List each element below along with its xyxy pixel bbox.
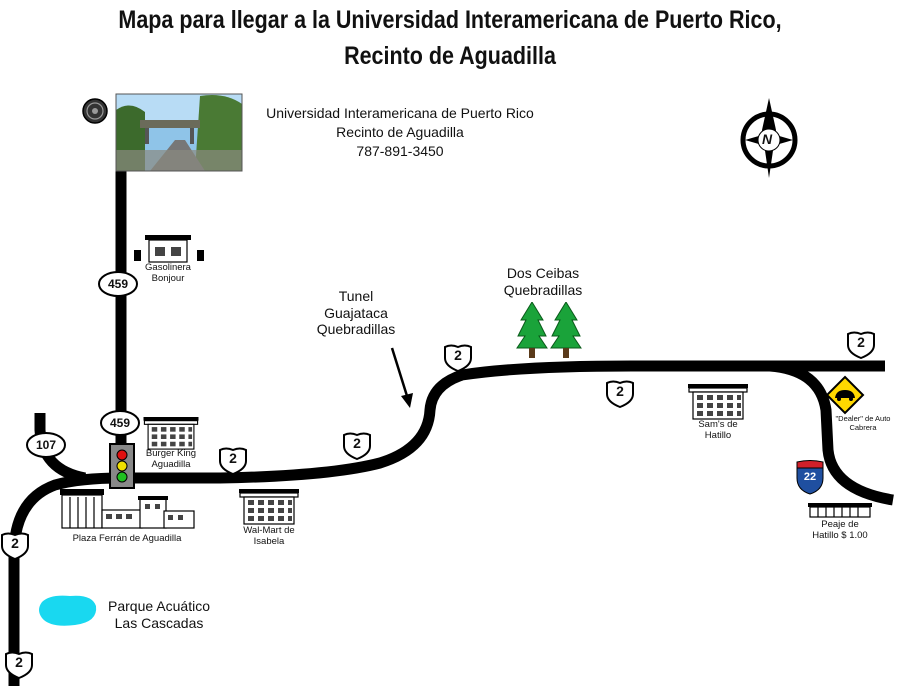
university-phone: 787-891-3450 <box>356 142 444 159</box>
toll-plaza-icon <box>808 503 872 518</box>
water-park-label: Parque Acuático Las Cascadas <box>108 598 210 631</box>
university-seal-icon <box>82 98 108 124</box>
route-2-label-left-upper: 2 <box>11 535 19 551</box>
interstate-22-label: 22 <box>803 471 817 483</box>
map-title-line-1: Mapa para llegar a la Universidad Intera… <box>118 6 782 34</box>
university-info: Universidad Interamericana de Puerto Ric… <box>250 104 550 161</box>
route-2-label-b: 2 <box>353 435 361 451</box>
university-name: Universidad Interamericana de Puerto Ric… <box>266 105 534 121</box>
sams-label: Sam's de Hatillo <box>698 419 738 442</box>
plaza-ferran-building-icon <box>60 489 195 529</box>
car-dealer-label: "Dealer" de Auto Cabrera <box>835 414 891 432</box>
route-459-label-top: 459 <box>107 277 129 291</box>
route-2-label-c: 2 <box>454 347 462 363</box>
route-107-sign <box>26 432 66 458</box>
map-title-line-2: Recinto de Aguadilla <box>344 42 556 70</box>
university-campus: Recinto de Aguadilla <box>336 123 464 140</box>
route-459-sign-top <box>98 271 138 297</box>
gas-station-icon <box>134 235 204 263</box>
route-2-label-left-lower: 2 <box>15 654 23 670</box>
road-107 <box>34 413 87 484</box>
interstate-22-shield <box>796 460 824 495</box>
tree-icon <box>516 302 548 358</box>
burger-king-building-icon <box>143 417 199 450</box>
route-459-label-bottom: 459 <box>109 416 131 430</box>
road-2-to-22 <box>769 360 894 506</box>
road-2-main <box>8 360 885 686</box>
walmart-label: Wal-Mart de Isabela <box>243 525 295 548</box>
plaza-ferran-label: Plaza Ferrán de Aguadilla <box>72 533 182 544</box>
route-2-label-a: 2 <box>229 450 237 466</box>
route-107-label: 107 <box>35 438 57 452</box>
dos-ceibas-label: Dos Ceibas Quebradillas <box>503 265 583 298</box>
route-2-label-d: 2 <box>616 383 624 399</box>
university-entrance-photo <box>115 93 243 172</box>
walmart-building-icon <box>238 489 300 525</box>
car-dealer-sign-icon <box>825 375 865 415</box>
gas-station-label: Gasolinera Bonjour <box>145 262 191 285</box>
route-459-sign-bottom <box>100 410 140 436</box>
water-park-icon <box>39 595 97 626</box>
compass-icon <box>740 98 798 178</box>
tree-icon <box>550 302 582 358</box>
sams-building-icon <box>687 384 749 420</box>
route-2-label-e: 2 <box>857 334 865 350</box>
burger-king-label: Burger King Aguadilla <box>145 448 197 471</box>
traffic-light-icon <box>109 443 135 489</box>
toll-plaza-label: Peaje de Hatillo $ 1.00 <box>812 519 868 542</box>
tunnel-label: Tunel Guajataca Quebradillas <box>316 288 396 338</box>
compass-north-label: N <box>762 131 773 147</box>
tunnel-arrow-icon <box>390 347 413 408</box>
